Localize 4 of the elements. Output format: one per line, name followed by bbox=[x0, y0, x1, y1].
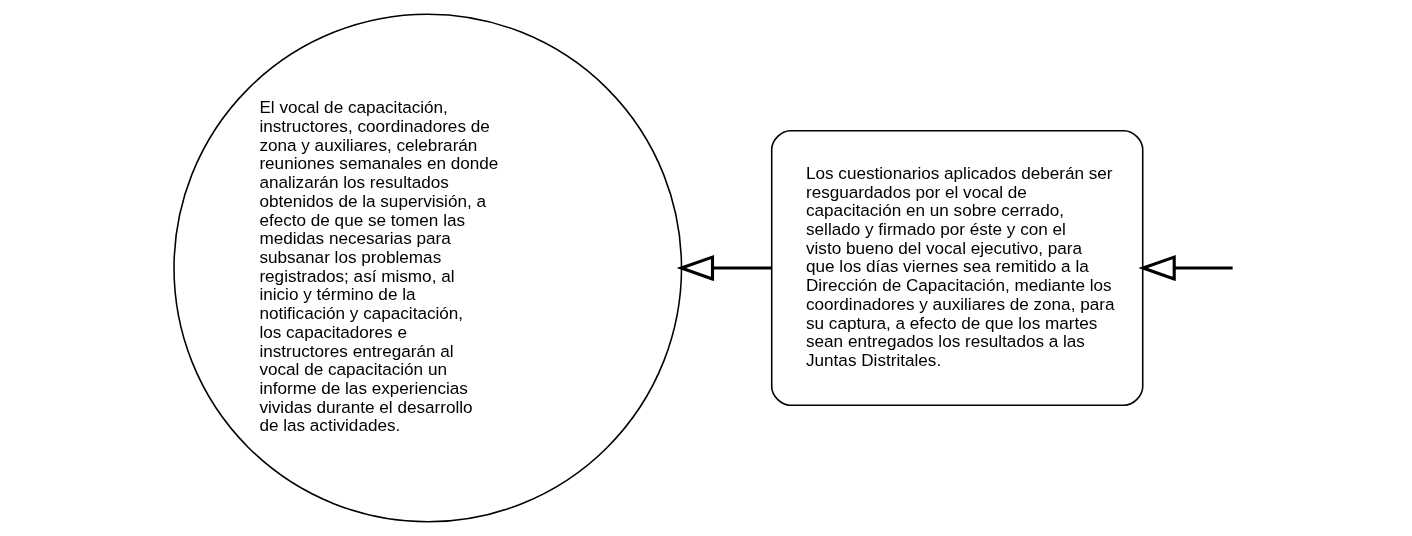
node-box: Los cuestionarios aplicados deberán ser resguardados por el vocal de capacitación en un sobre cerrado, sellado y firmado por éste y con el visto bueno del vocal ejecutivo, para que los días viernes sea remitido a la Dirección de Capacitación, mediante los coordinadores y auxiliares de zona, para su captura, a efecto de que los martes sean entregados los resultados a las Juntas Distritales. bbox=[770, 130, 1143, 406]
arrow bbox=[1137, 254, 1233, 282]
arrow bbox=[676, 254, 772, 282]
node-circle: El vocal de capacitación, instructores, coordinadores de zona y auxiliares, celebrarán reuniones semanales en donde analizarán los resultados obtenidos de la supervisión, a efecto de que se tomen las medidas necesarias para subsanar los problemas registrados; así mismo, al inicio y término de la notificación y capacitación, los capacitadores e instructores entregarán al vocal de capacitación un informe de las experiencias vividas durante el desarrollo de las actividades. bbox=[172, 13, 682, 523]
